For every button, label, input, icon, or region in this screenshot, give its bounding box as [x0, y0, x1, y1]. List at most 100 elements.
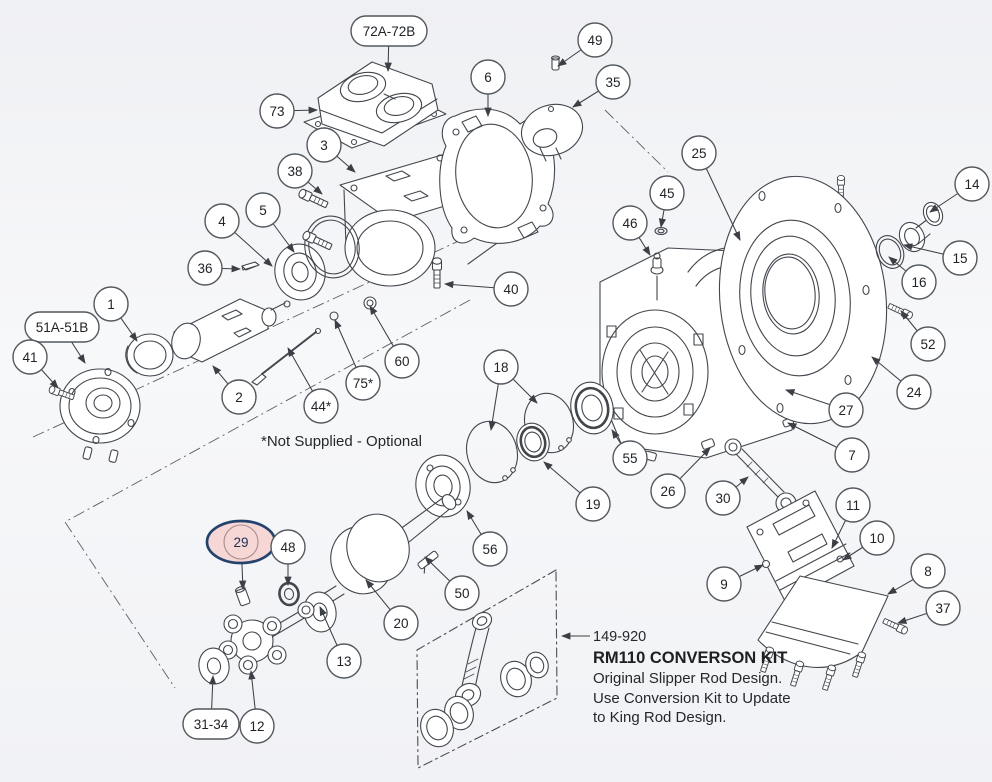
balloon-shape [306, 127, 342, 163]
callout-56[interactable]: 56 [466, 510, 508, 567]
callout-12[interactable]: 12 [239, 669, 275, 744]
part-nut-60 [363, 296, 377, 310]
callout-24[interactable]: 24 [871, 356, 932, 410]
callout-20[interactable]: 20 [365, 579, 419, 641]
kit-line-1: Original Slipper Rod Design. [593, 670, 782, 687]
callout-75[interactable]: 75* [334, 319, 381, 401]
kit-line-3: to King Rod Design. [593, 709, 726, 726]
balloon-shape [595, 64, 631, 100]
balloon-shape [835, 487, 871, 523]
part-shaft-clamp [520, 103, 584, 162]
callout-2[interactable]: 2 [212, 365, 257, 415]
conversion-kit-inset [416, 569, 558, 769]
callout-44[interactable]: 44* [287, 347, 339, 424]
balloon-shape [942, 240, 978, 276]
balloon-label: 38 [287, 164, 302, 179]
balloon-shape [612, 440, 648, 476]
callout-41[interactable]: 41 [12, 339, 59, 389]
callout-51a-51b[interactable]: 51A-51B [24, 311, 100, 364]
callout-18[interactable]: 18 [483, 349, 538, 432]
callout-52[interactable]: 52 [900, 310, 946, 362]
balloon-label: 11 [846, 498, 860, 513]
balloon-shape [493, 271, 529, 307]
balloon-label: 18 [493, 360, 508, 375]
callout-6[interactable]: 6 [470, 59, 506, 118]
part-seal-55 [570, 381, 614, 435]
callout-37[interactable]: 37 [897, 590, 961, 626]
balloon-label: 1 [107, 297, 115, 312]
balloon-shape [896, 374, 932, 410]
callout-73[interactable]: 73 [259, 93, 319, 129]
callout-72a-72b[interactable]: 72A-72B [350, 15, 428, 73]
callout-27[interactable]: 27 [785, 389, 864, 428]
part-flywheel-flange [718, 175, 888, 425]
callout-49[interactable]: 49 [557, 22, 613, 67]
callout-50[interactable]: 50 [424, 556, 480, 611]
part-washer-19 [516, 422, 550, 462]
part-valve-plate [746, 490, 855, 604]
callout-35[interactable]: 35 [572, 64, 631, 108]
callout-36[interactable]: 36 [187, 250, 242, 286]
balloon-label: 15 [952, 251, 967, 266]
callout-4[interactable]: 4 [204, 203, 273, 267]
callout-16[interactable]: 16 [888, 256, 937, 300]
kit-part-number: 149-920 [593, 629, 646, 645]
balloon-shape [859, 520, 895, 556]
balloon-shape [12, 339, 48, 375]
balloon-shape [575, 486, 611, 522]
balloon-shape [954, 166, 990, 202]
callout-30[interactable]: 30 [705, 476, 749, 516]
balloon-label: 44* [311, 399, 332, 414]
balloon-label: 8 [924, 564, 932, 579]
balloon-shape [650, 473, 686, 509]
part-washers-31-34 [198, 647, 230, 685]
callout-11[interactable]: 11 [831, 487, 871, 549]
callout-46[interactable]: 46 [612, 205, 651, 256]
balloon-label: 56 [482, 542, 497, 557]
balloon-label: 14 [964, 177, 980, 192]
balloon-shape [384, 343, 420, 379]
callout-9[interactable]: 9 [706, 564, 764, 602]
callout-19[interactable]: 19 [543, 461, 611, 522]
callout-55[interactable]: 55 [611, 429, 648, 476]
balloon-label: 31-34 [194, 717, 229, 732]
callout-26[interactable]: 26 [650, 447, 711, 509]
callout-8[interactable]: 8 [887, 553, 946, 595]
balloon-label: 49 [587, 33, 602, 48]
balloon-shape [221, 379, 257, 415]
callout-38[interactable]: 38 [277, 153, 323, 195]
balloon-label: 20 [393, 616, 408, 631]
callout-45[interactable]: 45 [649, 175, 685, 229]
callout-25[interactable]: 25 [681, 135, 741, 241]
callout-40[interactable]: 40 [443, 271, 529, 307]
part-oring-5 [304, 215, 360, 279]
balloon-shape [483, 349, 519, 385]
callout-60[interactable]: 60 [369, 305, 420, 379]
callout-29[interactable]: 29 [205, 519, 277, 591]
balloon-shape [444, 575, 480, 611]
callout-48[interactable]: 48 [270, 529, 306, 587]
callout-7[interactable]: 7 [787, 422, 870, 473]
balloon-shape [182, 708, 240, 740]
balloon-shape [834, 437, 870, 473]
balloon-label: 13 [336, 654, 351, 669]
balloon-shape [705, 480, 741, 516]
callout-10[interactable]: 10 [842, 520, 895, 561]
callout-14[interactable]: 14 [929, 166, 990, 213]
callout-13[interactable]: 13 [319, 606, 362, 679]
balloon-shape [383, 605, 419, 641]
balloon-label: 46 [622, 216, 637, 231]
note-not-supplied: *Not Supplied - Optional [261, 433, 422, 450]
callout-3[interactable]: 3 [306, 127, 356, 173]
callout-15[interactable]: 15 [902, 240, 978, 276]
balloon-label: 25 [691, 146, 706, 161]
kit-line-2: Use Conversion Kit to Update [593, 690, 791, 707]
balloon-label: 2 [235, 390, 243, 405]
balloon-label: 7 [848, 448, 856, 463]
balloon-label: 73 [269, 104, 284, 119]
callout-1[interactable]: 1 [93, 286, 138, 342]
balloon-shape [472, 531, 508, 567]
callout-5[interactable]: 5 [245, 192, 295, 253]
callout-31-34[interactable]: 31-34 [182, 674, 240, 740]
balloon-shape [270, 529, 306, 565]
